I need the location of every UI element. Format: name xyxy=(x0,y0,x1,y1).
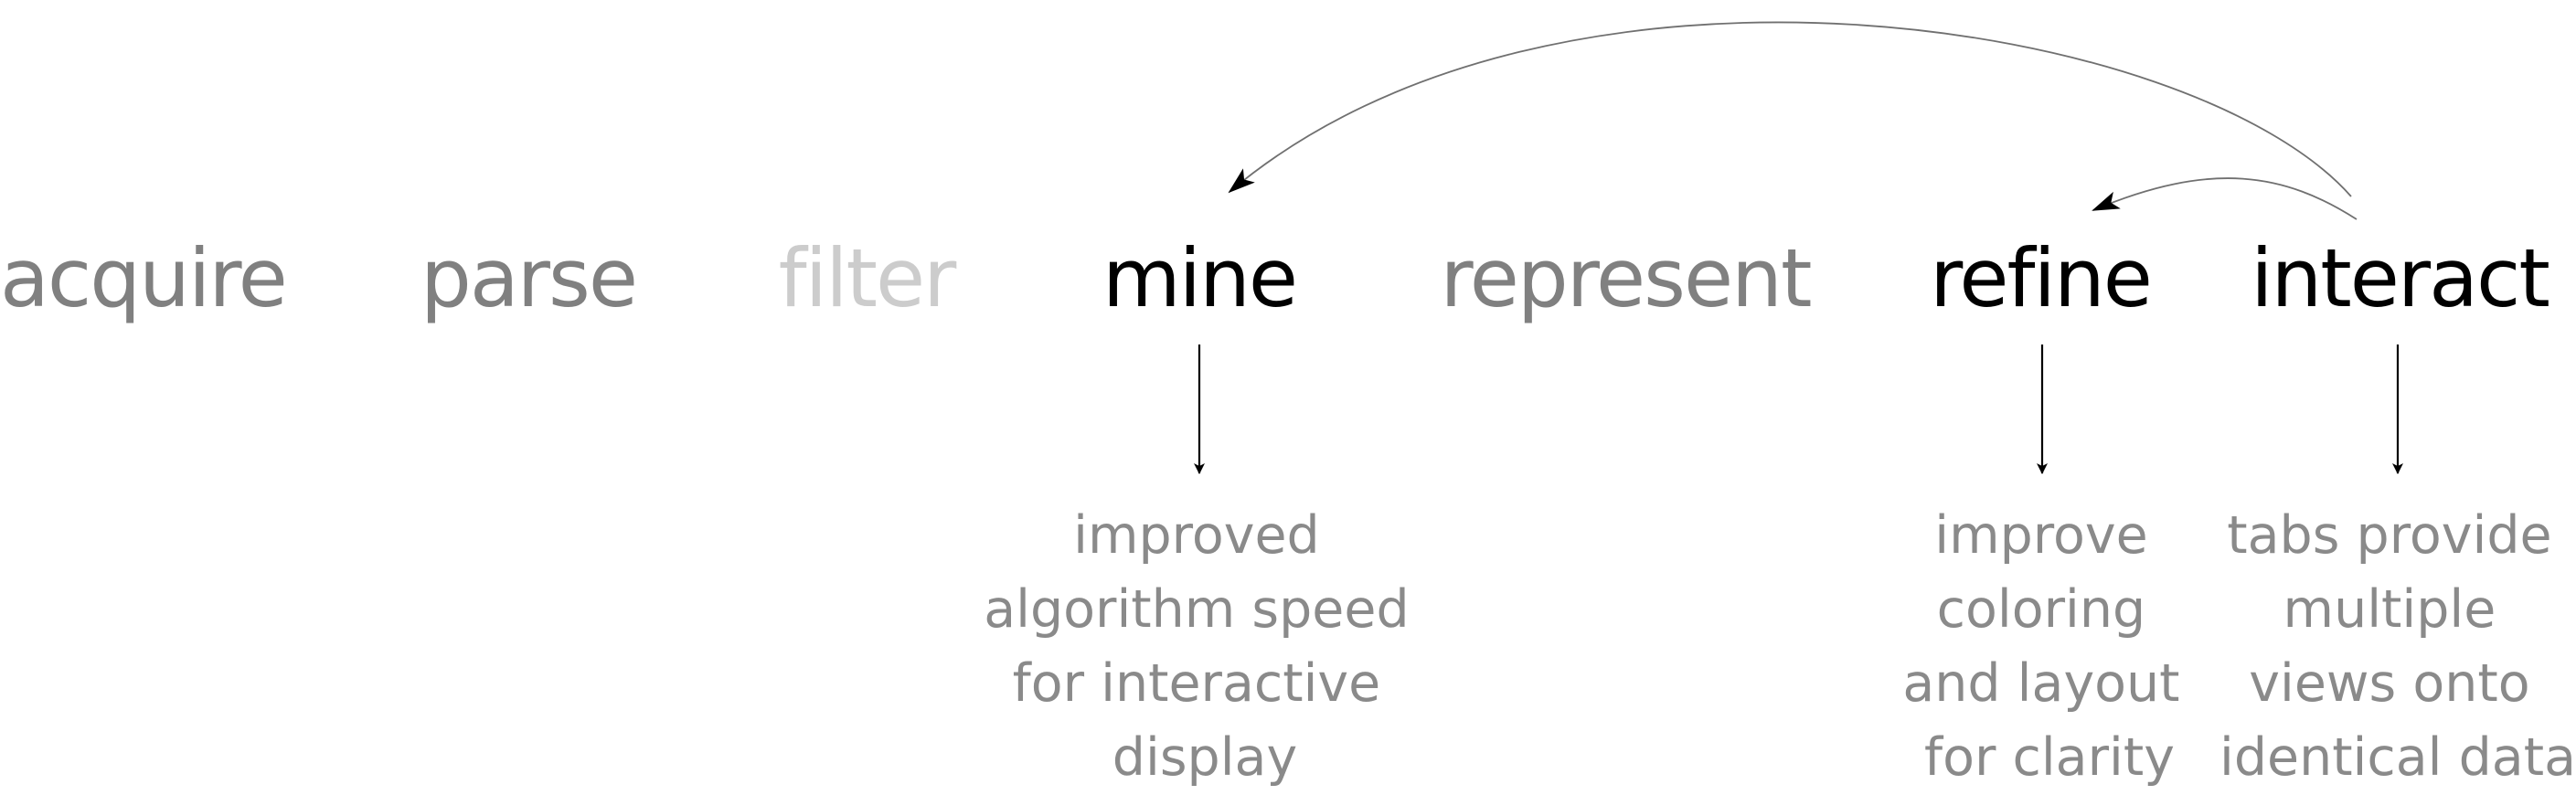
note-refine: improve coloring and layout for clarity xyxy=(1902,505,2196,788)
note-refine-line: coloring xyxy=(1937,579,2146,640)
feedback-arrow-interact-to-refine xyxy=(2092,177,2358,220)
note-mine-line: display xyxy=(1112,727,1297,788)
stage-interact: interact xyxy=(2251,231,2549,325)
note-refine-line: for clarity xyxy=(1924,727,2175,788)
stage-parse: parse xyxy=(420,231,636,325)
note-interact-line: views onto xyxy=(2249,653,2529,714)
stage-row: acquire parse filter mine represent refi… xyxy=(0,231,2550,325)
note-mine-line: algorithm speed xyxy=(984,579,1409,640)
stage-acquire: acquire xyxy=(0,231,286,325)
stage-refine: refine xyxy=(1930,231,2151,325)
note-interact-line: multiple xyxy=(2283,579,2496,640)
feedback-arrow-interact-to-mine xyxy=(1228,21,2352,197)
note-refine-line: and layout xyxy=(1902,653,2179,714)
note-mine: improved algorithm speed for interactive… xyxy=(984,505,1426,788)
notes: improved algorithm speed for interactive… xyxy=(984,505,2576,788)
note-refine-line: improve xyxy=(1934,505,2147,566)
note-mine-line: for interactive xyxy=(1013,653,1381,714)
feedback-arrows xyxy=(1228,21,2358,220)
note-interact-line: tabs provide xyxy=(2227,505,2551,566)
stage-filter: filter xyxy=(779,231,958,325)
down-arrows xyxy=(1194,344,2403,474)
note-mine-line: improved xyxy=(1073,505,1320,566)
note-interact-line: identical data xyxy=(2219,727,2576,788)
stage-mine: mine xyxy=(1102,231,1296,325)
note-interact: tabs provide multiple views onto identic… xyxy=(2219,505,2576,788)
stage-represent: represent xyxy=(1441,231,1811,325)
